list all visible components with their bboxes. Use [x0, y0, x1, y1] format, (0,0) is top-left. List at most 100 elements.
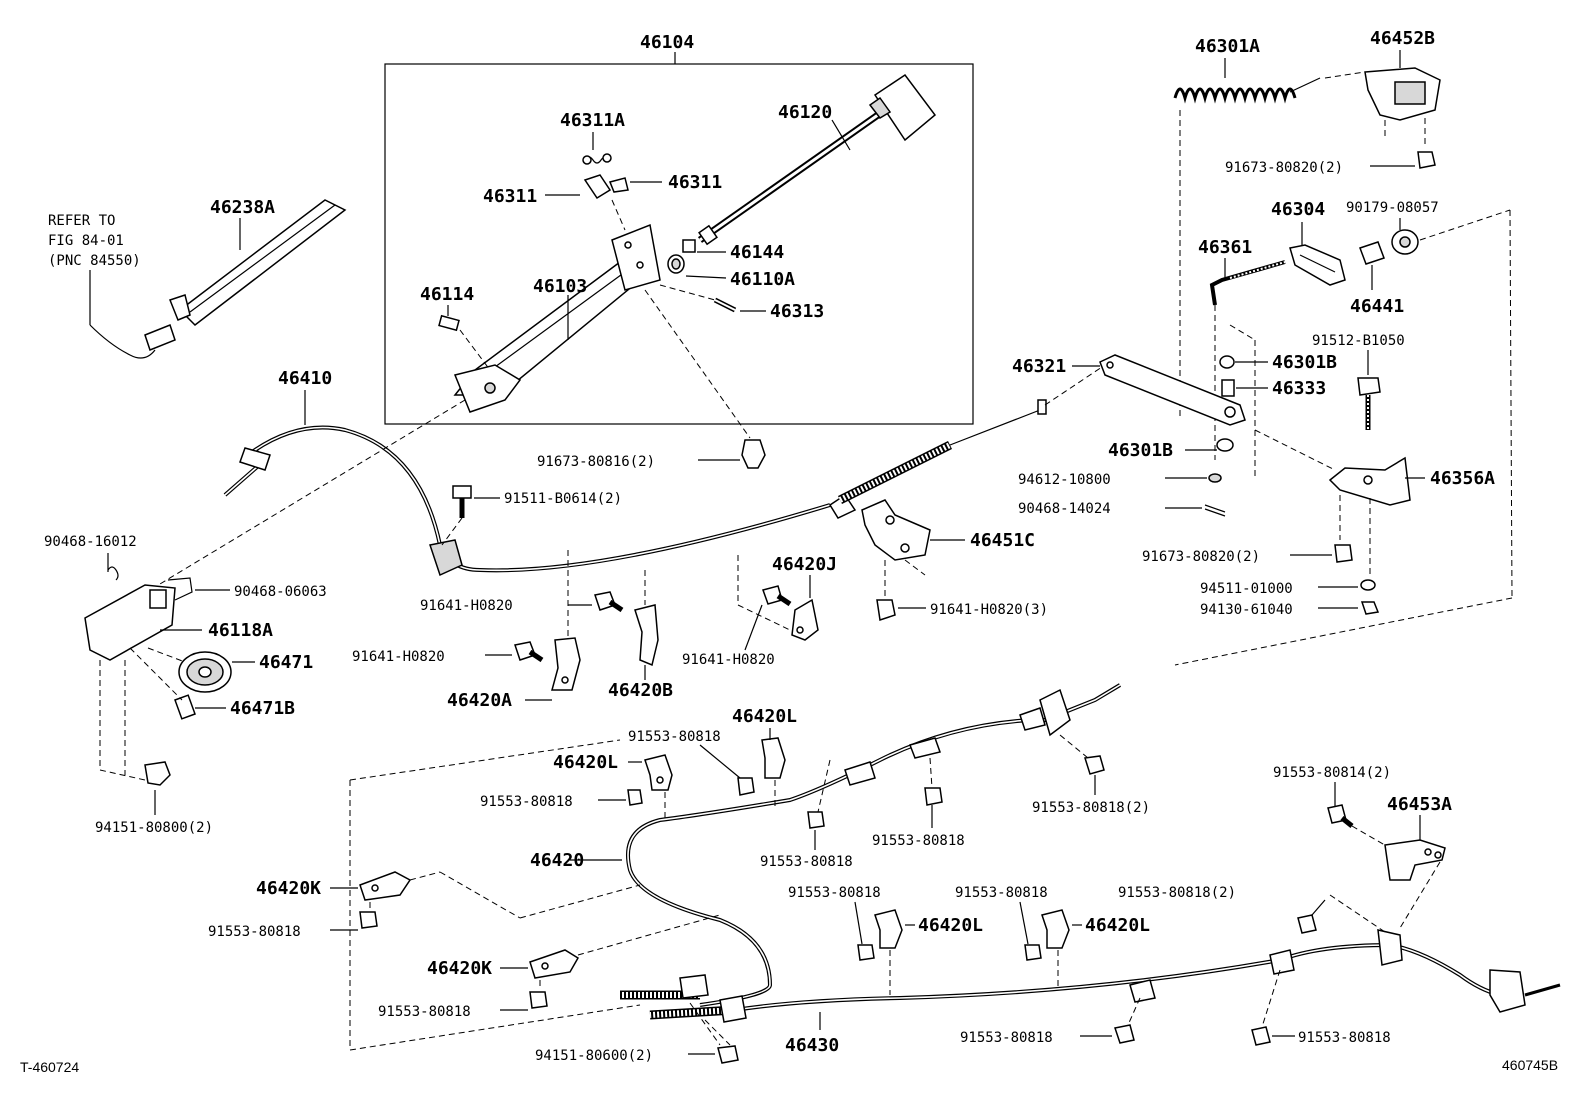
adjuster-46304 [1289, 244, 1346, 286]
label-91673-80820-a[interactable]: 91673-80820(2) [1225, 160, 1343, 176]
spring-46311A [582, 153, 612, 165]
bolt-91553-d [924, 787, 943, 806]
label-46311-left[interactable]: 46311 [483, 186, 537, 207]
label-46120[interactable]: 46120 [778, 102, 832, 123]
label-90468-16012[interactable]: 90468-16012 [44, 534, 137, 550]
label-46311-right[interactable]: 46311 [668, 172, 722, 193]
label-91641-H0820-b[interactable]: 91641-H0820 [352, 649, 445, 665]
label-46420K-1[interactable]: 46420K [256, 878, 321, 899]
clamp-46420L-1 [644, 754, 673, 791]
label-90179-08057[interactable]: 90179-08057 [1346, 200, 1439, 216]
clamp-46420K-1 [359, 871, 412, 901]
label-46301A[interactable]: 46301A [1195, 36, 1260, 57]
label-46313[interactable]: 46313 [770, 301, 824, 322]
label-91673-80816[interactable]: 91673-80816(2) [537, 454, 655, 470]
lever-46321 [1099, 354, 1246, 426]
bolt-91553-b [737, 777, 755, 796]
label-91553-80818-c[interactable]: 91553-80818 [760, 854, 853, 870]
pawl-46311 [583, 174, 629, 200]
bolt-91553-80814 [1327, 804, 1354, 828]
bolt-91511-B0614 [452, 485, 472, 518]
label-46441[interactable]: 46441 [1350, 296, 1404, 317]
clamp-46420K-2 [529, 949, 580, 979]
label-94151-80600[interactable]: 94151-80600(2) [535, 1048, 653, 1064]
bolt-91641-b [514, 641, 544, 663]
corner-ref-left: T-460724 [20, 1059, 79, 1075]
label-46114[interactable]: 46114 [420, 284, 474, 305]
nut-94151-80600 [717, 1045, 739, 1064]
label-90468-06063[interactable]: 90468-06063 [234, 584, 327, 600]
switch-46238A [89, 199, 347, 359]
label-94151-80800[interactable]: 94151-80800(2) [95, 820, 213, 836]
label-46452B[interactable]: 46452B [1370, 28, 1435, 49]
label-91553-80818-b[interactable]: 91553-80818 [628, 729, 721, 745]
label-91512-B1050[interactable]: 91512-B1050 [1312, 333, 1405, 349]
label-46471B[interactable]: 46471B [230, 698, 295, 719]
bushing-46110A [667, 254, 685, 274]
cable-46420 [620, 683, 1122, 1007]
label-94612-10800[interactable]: 94612-10800 [1018, 472, 1111, 488]
label-46420[interactable]: 46420 [530, 850, 584, 871]
label-46301B-b[interactable]: 46301B [1108, 440, 1173, 461]
label-46420B[interactable]: 46420B [608, 680, 673, 701]
label-46410[interactable]: 46410 [278, 368, 332, 389]
label-94511-01000[interactable]: 94511-01000 [1200, 581, 1293, 597]
cable-46410 [223, 399, 1047, 577]
washer-46301B-b [1216, 438, 1234, 452]
label-91553-80818-i[interactable]: 91553-80818 [955, 885, 1048, 901]
label-46420A[interactable]: 46420A [447, 690, 512, 711]
refer-note: REFER TO FIG 84-01 (PNC 84550) [48, 213, 141, 269]
label-46420L-1[interactable]: 46420L [553, 752, 618, 773]
label-91553-80818-f[interactable]: 91553-80818 [208, 924, 301, 940]
lever-assembly-inset: 46104 46120 46103 46311A [384, 32, 974, 425]
label-91553-80818-k[interactable]: 91553-80818 [960, 1030, 1053, 1046]
label-91673-80820-b[interactable]: 91673-80820(2) [1142, 549, 1260, 565]
label-46304[interactable]: 46304 [1271, 199, 1325, 220]
nut-94151-80800 [144, 761, 171, 786]
clamp-46420J [791, 598, 819, 641]
label-91641-H0820-3[interactable]: 91641-H0820(3) [930, 602, 1048, 618]
label-91553-80818-j[interactable]: 91553-80818(2) [1118, 885, 1236, 901]
label-91553-80818-l[interactable]: 91553-80818 [1298, 1030, 1391, 1046]
label-46103[interactable]: 46103 [533, 276, 587, 297]
label-46420L-4[interactable]: 46420L [1085, 915, 1150, 936]
washer-46301B-a [1219, 355, 1235, 369]
label-46420L-3[interactable]: 46420L [918, 915, 983, 936]
label-94130-61040[interactable]: 94130-61040 [1200, 602, 1293, 618]
lever-body-46103 [453, 223, 661, 413]
label-46451C[interactable]: 46451C [970, 530, 1035, 551]
bolt-91641-a [594, 591, 624, 613]
label-91553-80818-g[interactable]: 91553-80818 [378, 1004, 471, 1020]
label-46110A[interactable]: 46110A [730, 269, 795, 290]
label-46420J[interactable]: 46420J [772, 554, 837, 575]
button-46144 [682, 239, 696, 253]
spring-46301A [1173, 77, 1321, 104]
label-91511-B0614[interactable]: 91511-B0614(2) [504, 491, 622, 507]
label-46118A[interactable]: 46118A [208, 620, 273, 641]
label-46238A[interactable]: 46238A [210, 197, 275, 218]
label-91553-80818-d[interactable]: 91553-80818 [872, 833, 965, 849]
label-46420L-2[interactable]: 46420L [732, 706, 797, 727]
label-91641-H0820-a[interactable]: 91641-H0820 [420, 598, 513, 614]
note-line-3: (PNC 84550) [48, 253, 141, 269]
label-46104[interactable]: 46104 [640, 32, 694, 53]
label-91553-80818-a[interactable]: 91553-80818 [480, 794, 573, 810]
label-91553-80814[interactable]: 91553-80814(2) [1273, 765, 1391, 781]
label-46430[interactable]: 46430 [785, 1035, 839, 1056]
label-46144[interactable]: 46144 [730, 242, 784, 263]
label-91553-80818-e[interactable]: 91553-80818(2) [1032, 800, 1150, 816]
label-46420K-2[interactable]: 46420K [427, 958, 492, 979]
label-46321[interactable]: 46321 [1012, 356, 1066, 377]
label-46361[interactable]: 46361 [1198, 237, 1252, 258]
label-91553-80818-h[interactable]: 91553-80818 [788, 885, 881, 901]
label-46333[interactable]: 46333 [1272, 378, 1326, 399]
lever-rod-46120 [697, 73, 937, 246]
clamp-46420A [551, 637, 581, 691]
label-46453A[interactable]: 46453A [1387, 794, 1452, 815]
label-91641-H0820-c[interactable]: 91641-H0820 [682, 652, 775, 668]
label-46311A[interactable]: 46311A [560, 110, 625, 131]
label-46356A[interactable]: 46356A [1430, 468, 1495, 489]
label-46301B-a[interactable]: 46301B [1272, 352, 1337, 373]
label-90468-14024[interactable]: 90468-14024 [1018, 501, 1111, 517]
label-46471[interactable]: 46471 [259, 652, 313, 673]
